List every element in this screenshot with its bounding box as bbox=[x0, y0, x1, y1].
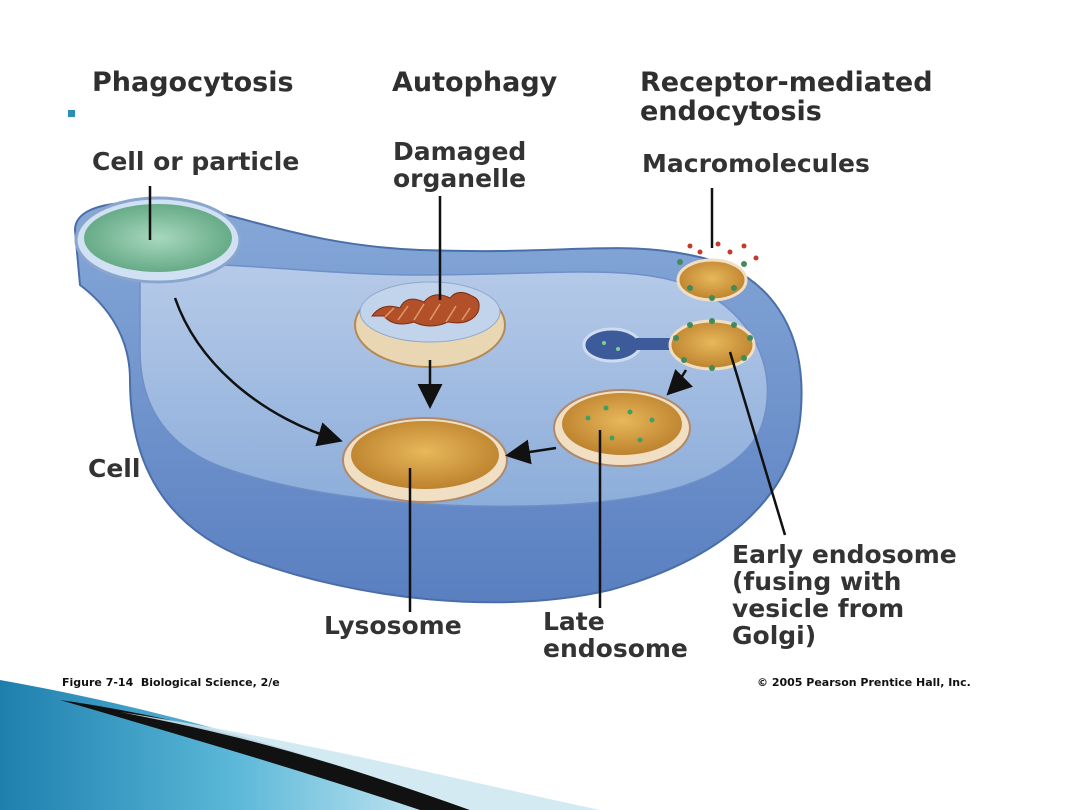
label-damaged-organelle: Damaged organelle bbox=[393, 137, 527, 193]
label-lysosome: Lysosome bbox=[324, 611, 462, 640]
label-cell-or-particle: Cell or particle bbox=[92, 147, 300, 176]
label-late-endosome: Late endosome bbox=[543, 607, 688, 663]
early-endosome bbox=[668, 318, 756, 371]
figure-caption: Figure 7-14 Biological Science, 2/e bbox=[62, 676, 280, 689]
phagocytic-particle bbox=[74, 196, 242, 284]
label-early-endosome: Early endosome (fusing with vesicle from… bbox=[732, 540, 957, 650]
golgi-vesicle bbox=[582, 327, 672, 363]
autophagosome bbox=[354, 281, 506, 368]
coated-pit bbox=[676, 241, 759, 302]
label-macromolecules: Macromolecules bbox=[642, 149, 870, 178]
label-cell: Cell bbox=[88, 454, 141, 483]
late-endosome bbox=[553, 389, 691, 467]
title-receptor-mediated: Receptor-mediated endocytosis bbox=[640, 67, 933, 128]
copyright-notice: © 2005 Pearson Prentice Hall, Inc. bbox=[757, 676, 971, 689]
footer-swoosh bbox=[0, 680, 600, 810]
pathway-arrows bbox=[173, 297, 693, 465]
title-autophagy: Autophagy bbox=[392, 67, 558, 98]
title-phagocytosis: Phagocytosis bbox=[92, 67, 294, 98]
leader-lines bbox=[148, 186, 787, 612]
bullet-marker bbox=[68, 110, 75, 117]
lysosome bbox=[342, 417, 508, 503]
